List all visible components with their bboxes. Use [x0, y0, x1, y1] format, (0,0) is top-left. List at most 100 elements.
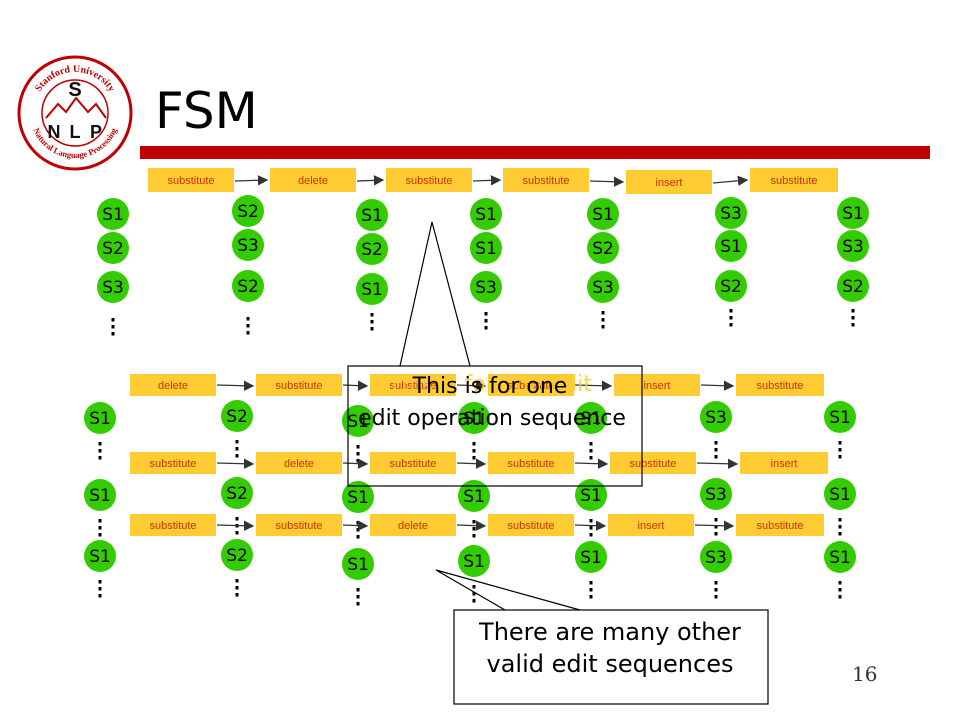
- state-node: S1: [342, 548, 374, 580]
- ellipsis-dots: [370, 313, 374, 331]
- state-label: S3: [475, 278, 497, 298]
- top-op-substitute: substitute: [386, 168, 472, 192]
- transition-arrow: [216, 380, 255, 391]
- state-circle: [587, 271, 619, 303]
- transition-arrow: [472, 175, 502, 186]
- state-node: S3: [97, 271, 129, 303]
- state-label: S1: [347, 555, 369, 575]
- state-label: S1: [347, 412, 369, 432]
- state-circle: [232, 195, 264, 227]
- state-label: S3: [705, 408, 727, 428]
- state-node: S1: [824, 478, 856, 510]
- ellipsis-dots: [98, 442, 102, 460]
- state-node: S2: [97, 232, 129, 264]
- state-node: S2: [221, 539, 253, 571]
- state-circle: [587, 198, 619, 230]
- transition-arrow: [574, 458, 609, 469]
- state-node: S1: [84, 540, 116, 572]
- transition-arrow: [696, 458, 739, 469]
- op-box: [740, 452, 828, 474]
- op-label: substitute: [756, 520, 803, 532]
- state-node: S1: [458, 402, 490, 434]
- op-label: substitute: [770, 175, 817, 187]
- row3-op-delete: delete: [370, 514, 456, 536]
- ellipsis-dots: [111, 318, 115, 336]
- ellipsis-dots: [472, 585, 476, 603]
- op-box: [130, 514, 216, 536]
- state-label: S3: [705, 548, 727, 568]
- ellipsis-dots: [235, 579, 239, 597]
- state-node: S1: [97, 198, 129, 230]
- state-label: S2: [237, 202, 259, 222]
- top-op-substitute: substitute: [503, 168, 589, 192]
- row3-op-substitute: substitute: [488, 514, 574, 536]
- state-label: S1: [463, 409, 485, 429]
- op-label: insert: [644, 380, 671, 392]
- state-node: S1: [356, 273, 388, 305]
- op-box: [130, 452, 216, 474]
- op-label: delete: [398, 520, 428, 532]
- state-circle: [232, 229, 264, 261]
- state-label: S1: [361, 206, 383, 226]
- state-node: S1: [342, 405, 374, 437]
- state-circle: [715, 270, 747, 302]
- op-label: delete: [158, 380, 188, 392]
- top-op-insert: insert: [626, 170, 712, 194]
- ellipsis-dots: [235, 440, 239, 458]
- logo-letter-l: L: [70, 122, 81, 142]
- op-box: [750, 168, 838, 192]
- op-box: [148, 168, 234, 192]
- transition-arrow: [342, 458, 369, 469]
- state-label: S2: [226, 407, 248, 427]
- state-circle: [97, 198, 129, 230]
- state-circle: [221, 477, 253, 509]
- state-label: S1: [361, 280, 383, 300]
- row1-op-insert: insert: [614, 374, 700, 396]
- state-node: S2: [715, 270, 747, 302]
- transition-arrow: [216, 520, 255, 531]
- state-node: S2: [356, 233, 388, 265]
- state-label: S1: [842, 204, 864, 224]
- state-node: S3: [232, 229, 264, 261]
- state-node: S1: [715, 230, 747, 262]
- state-circle: [221, 400, 253, 432]
- transition-arrow: [216, 458, 255, 469]
- row1-op-substitute: substitute: [736, 374, 824, 396]
- top-op-delete: delete: [270, 168, 356, 192]
- stanford-nlp-logo: Stanford University Natural Language Pro…: [16, 54, 134, 172]
- state-label: S1: [89, 547, 111, 567]
- state-circle: [356, 199, 388, 231]
- state-node: S1: [470, 232, 502, 264]
- state-label: S1: [102, 205, 124, 225]
- state-node: S1: [470, 198, 502, 230]
- op-label: delete: [284, 458, 314, 470]
- op-label: substitute: [389, 380, 436, 392]
- op-box: [130, 374, 216, 396]
- op-label: substitute: [629, 458, 676, 470]
- row3-op-substitute: substitute: [130, 514, 216, 536]
- ellipsis-dots: [851, 309, 855, 327]
- state-label: S2: [361, 240, 383, 260]
- state-node: S2: [587, 232, 619, 264]
- state-circle: [700, 541, 732, 573]
- row2-op-delete: delete: [256, 452, 342, 474]
- state-circle: [356, 233, 388, 265]
- op-label: substitute: [149, 520, 196, 532]
- state-circle: [470, 232, 502, 264]
- state-node: S2: [232, 270, 264, 302]
- state-label: S1: [89, 486, 111, 506]
- state-node: S1: [837, 197, 869, 229]
- state-circle: [470, 198, 502, 230]
- state-circle: [84, 402, 116, 434]
- op-label: substitute: [756, 380, 803, 392]
- ellipsis-dots: [714, 441, 718, 459]
- row2-op-insert: insert: [740, 452, 828, 474]
- state-circle: [84, 479, 116, 511]
- state-label: S1: [720, 237, 742, 257]
- state-label: S1: [580, 409, 602, 429]
- slide-title: FSM: [155, 82, 258, 140]
- state-circle: [221, 539, 253, 571]
- ellipsis-dots: [356, 445, 360, 463]
- state-circle: [824, 478, 856, 510]
